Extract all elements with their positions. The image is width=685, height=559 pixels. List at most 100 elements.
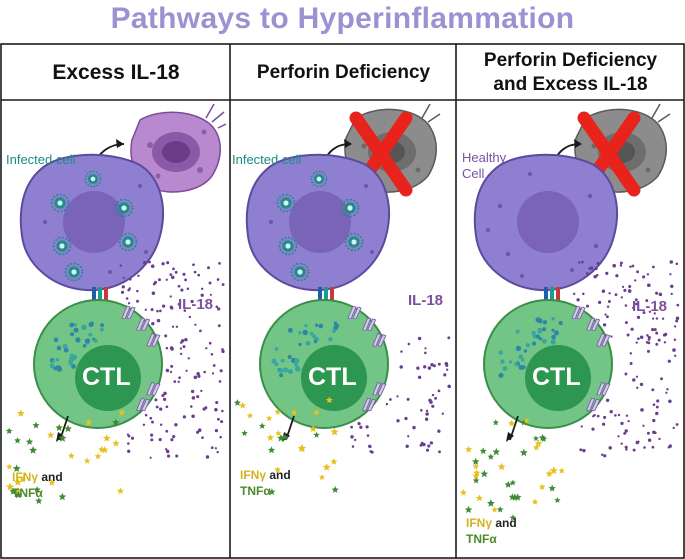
ifn-star: [531, 498, 539, 505]
tnf-star: [548, 484, 556, 492]
il18-dot: [632, 448, 636, 452]
granule: [318, 323, 324, 329]
il18-dot: [676, 303, 680, 307]
ifn-star: [325, 396, 333, 404]
il18-dot: [184, 278, 188, 282]
tnf-star: [9, 487, 17, 495]
il18-dot: [606, 305, 610, 308]
il18-dot: [624, 429, 628, 433]
panel-1-cytokine-stars: [5, 409, 126, 504]
il18-dot: [208, 341, 212, 345]
il18-dot: [197, 374, 201, 378]
il18-dot: [621, 285, 625, 289]
granule: [287, 369, 294, 375]
il18-dot: [182, 345, 186, 349]
il18-dot: [128, 287, 131, 290]
il18-dot: [154, 398, 158, 402]
il18-dot: [194, 323, 197, 326]
il18-dot: [182, 415, 186, 419]
il18-dot: [354, 438, 357, 442]
il18-dot: [187, 357, 190, 360]
il18-dot: [214, 408, 218, 412]
granule: [551, 317, 555, 321]
il18-dot: [217, 324, 221, 328]
il18-dot: [424, 347, 427, 350]
granule: [278, 368, 284, 373]
il18-dot: [169, 370, 173, 374]
il18-dot: [182, 272, 186, 276]
il18-dot: [203, 370, 207, 374]
panel-3-cell-label-line1: Healthy: [462, 150, 507, 165]
il18-dot: [642, 275, 646, 279]
il18-dot: [665, 391, 668, 394]
il18-dot: [199, 329, 202, 333]
ifn-star: [290, 408, 298, 416]
granule: [294, 366, 301, 372]
il18-dot: [640, 408, 644, 412]
il18-dot: [606, 315, 609, 319]
il18-dot: [357, 421, 361, 426]
granule: [521, 365, 526, 370]
il18-dot: [396, 395, 399, 398]
tnf-star: [554, 497, 561, 503]
il18-dot: [635, 440, 640, 445]
il18-dot: [156, 309, 159, 313]
granule: [294, 358, 300, 364]
ifn-star: [275, 430, 282, 437]
il18-dot: [396, 419, 400, 423]
tnf-star: [277, 434, 285, 442]
il18-dot: [201, 436, 204, 439]
panel-3-il18-dots: [572, 260, 680, 458]
granule: [553, 330, 559, 336]
tnf-star: [5, 427, 13, 434]
granule: [312, 334, 317, 339]
il18-dot: [173, 380, 177, 383]
il18-dot: [447, 336, 451, 340]
panel-1-tnf: TNFα: [12, 485, 43, 500]
il18-dot: [579, 448, 583, 452]
il18-dot: [605, 271, 609, 275]
il18-dot: [180, 288, 184, 292]
il18-dot: [215, 305, 219, 309]
panel-3-cell-label: Healthy Cell: [462, 150, 506, 181]
il18-dot: [172, 435, 176, 439]
granule: [69, 322, 75, 328]
il18-dot: [632, 306, 635, 310]
ifn-star: [475, 494, 483, 502]
granule: [53, 366, 58, 371]
il18-dot: [406, 397, 410, 401]
il18-dot: [655, 291, 659, 295]
granule: [502, 366, 508, 371]
il18-dot: [119, 264, 123, 267]
ifn-star: [14, 487, 22, 494]
il18-dot: [663, 341, 667, 344]
il18-dot: [625, 414, 629, 417]
panel-3-artwork: [459, 103, 680, 521]
il18-dot: [585, 271, 589, 275]
il18-dot: [420, 409, 423, 412]
il18-dot: [651, 388, 655, 392]
il18-dot: [151, 420, 154, 424]
panel-1-title: Excess IL-18: [52, 60, 180, 84]
panel-2-artwork: [233, 103, 451, 495]
il18-dot: [627, 289, 632, 293]
ifn-star: [118, 409, 126, 416]
il18-dot: [122, 276, 126, 280]
ifn-star: [322, 463, 331, 471]
il18-dot: [594, 267, 598, 271]
panel-3-title: Perforin Deficiency and Excess IL-18: [457, 46, 684, 100]
il18-dot: [629, 362, 633, 365]
ifn-star: [491, 506, 498, 513]
il18-dot: [669, 273, 672, 276]
il18-dot: [159, 407, 163, 411]
granule: [558, 321, 563, 326]
granule: [283, 367, 289, 373]
il18-dot: [144, 413, 148, 417]
il18-dot: [437, 389, 441, 393]
il18-dot: [625, 448, 628, 451]
granule: [82, 344, 87, 348]
ifn-star: [465, 445, 473, 453]
il18-dot: [602, 422, 606, 426]
il18-dot: [617, 435, 620, 438]
